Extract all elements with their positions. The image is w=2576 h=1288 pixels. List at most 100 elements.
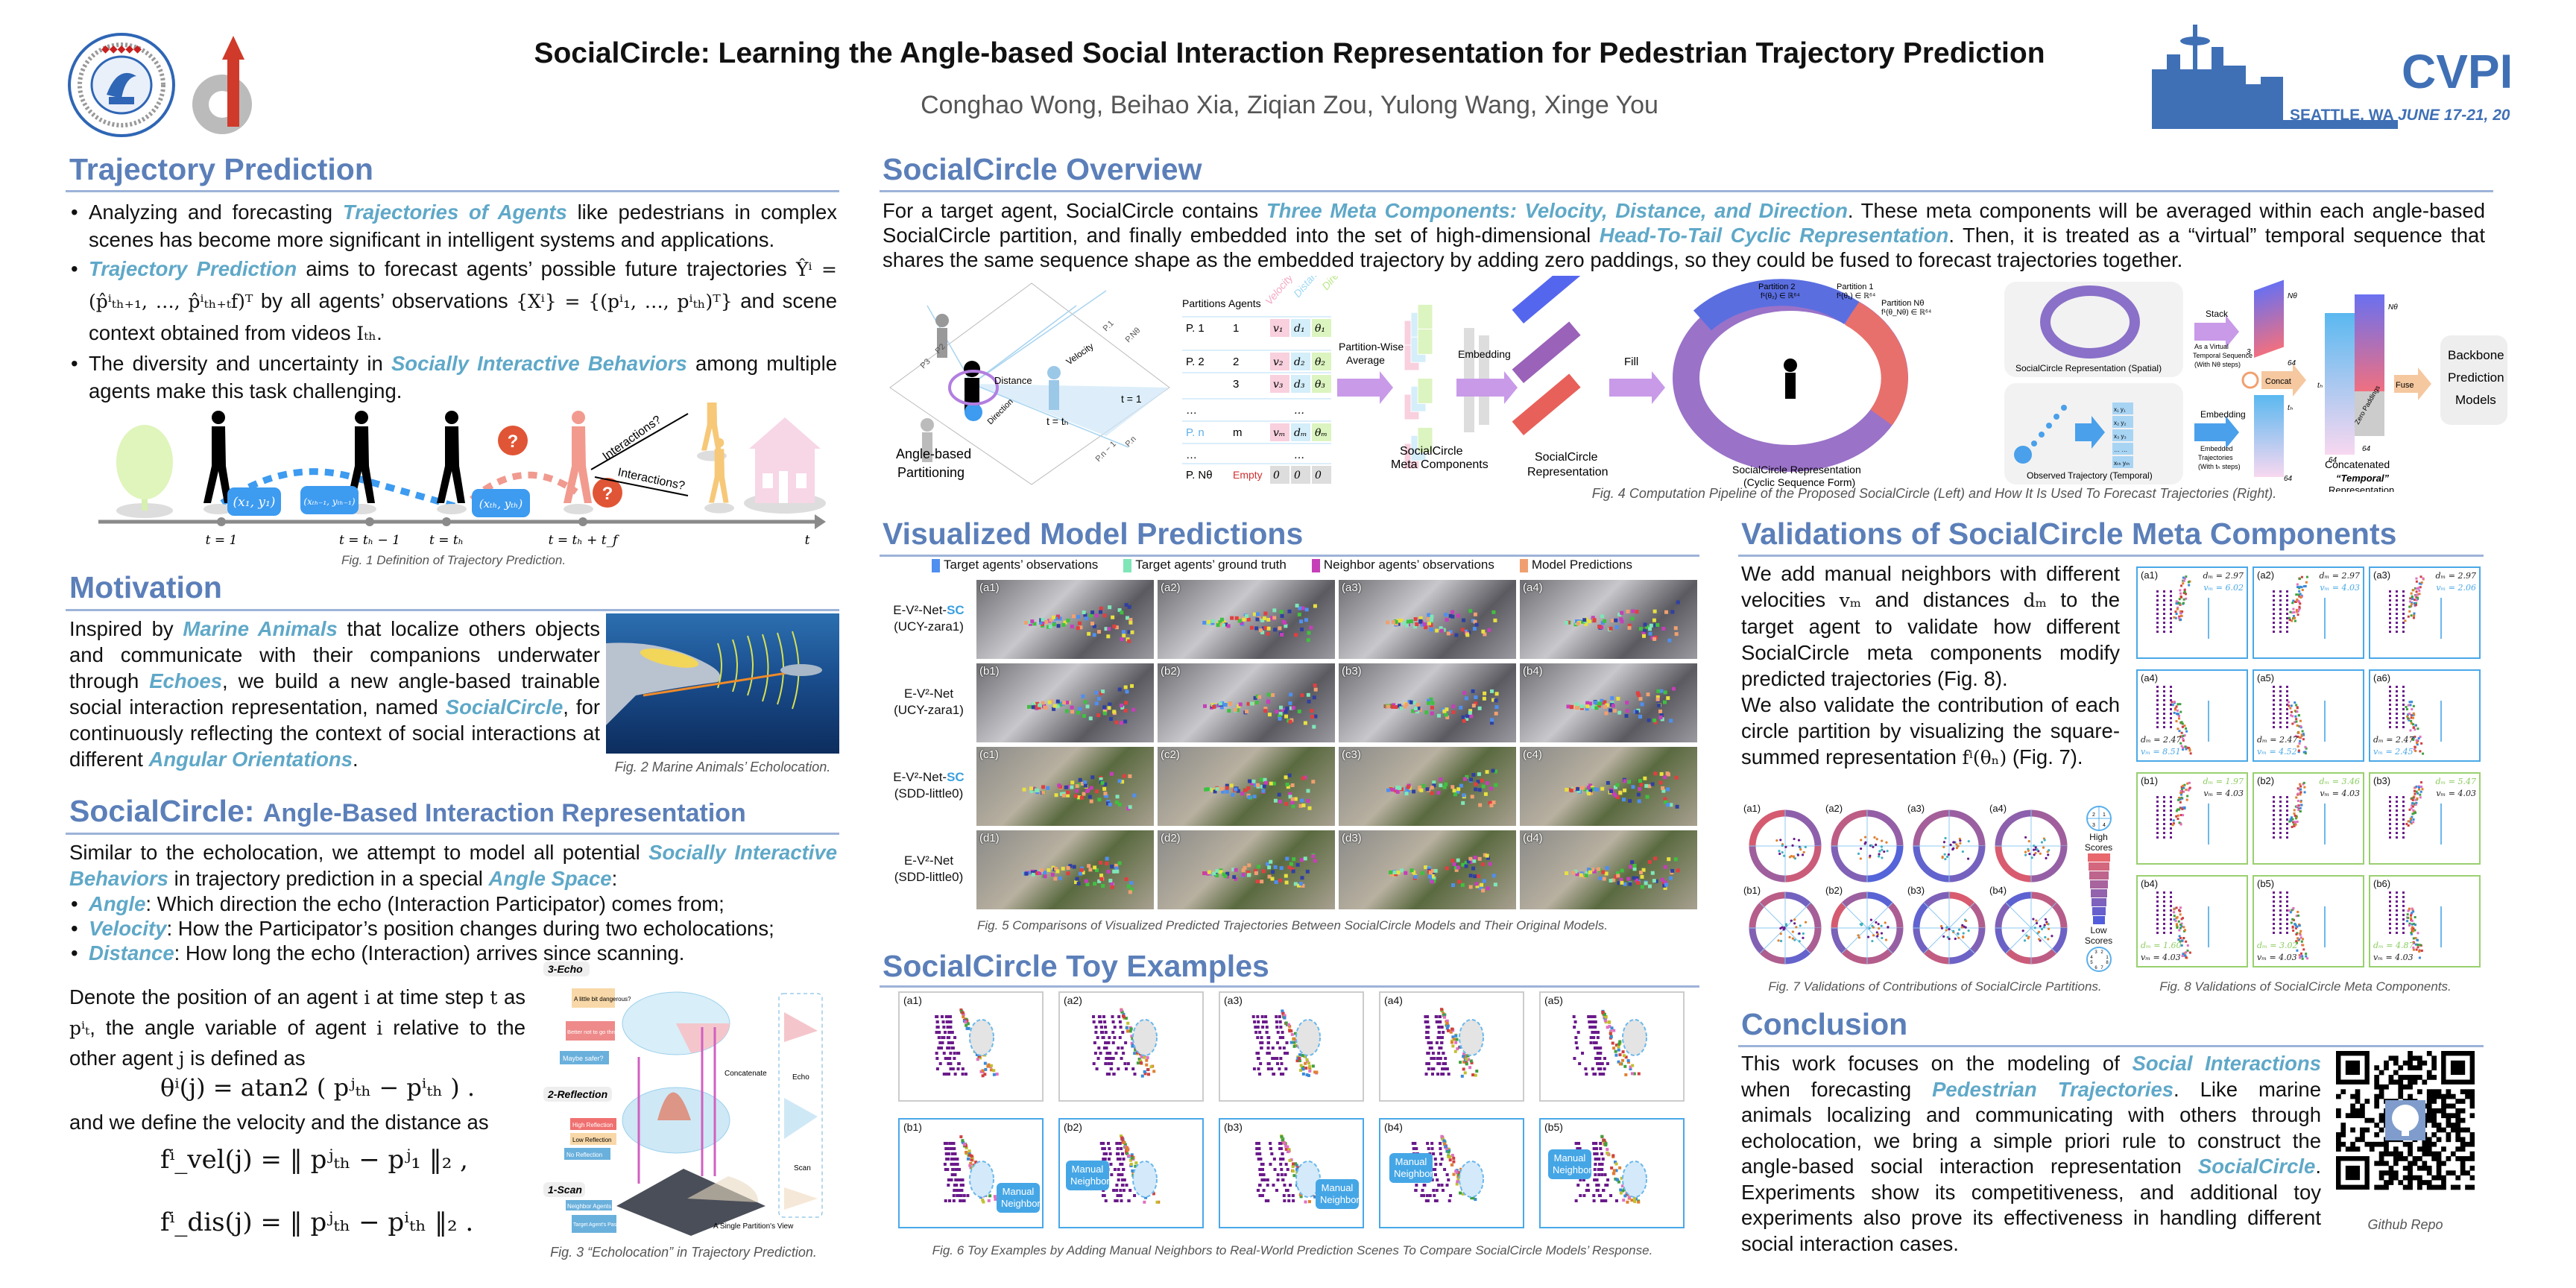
- trajectory-point: [1617, 710, 1622, 715]
- trajectory-point: [969, 1162, 973, 1166]
- trajectory-point: [1225, 786, 1229, 790]
- trajectory-point: [1115, 869, 1120, 874]
- trajectory-point: [2182, 579, 2185, 582]
- trajectory-point: [1664, 800, 1668, 804]
- trajectory-point: [1475, 884, 1480, 888]
- trajectory-point: [1462, 793, 1466, 798]
- trajectory-point: [2304, 745, 2307, 748]
- trajectory-point: [1392, 871, 1397, 875]
- trajectory-point: [1459, 783, 1463, 788]
- trajectory-point: [1662, 883, 1667, 888]
- trajectory-point: [2412, 616, 2415, 619]
- dataset-name: (SDD-little0): [894, 870, 964, 884]
- trajectory-point: [1658, 709, 1663, 713]
- trajectory-point: [970, 1158, 973, 1161]
- trajectory-point: [2299, 725, 2302, 728]
- trajectory-point: [1459, 1061, 1462, 1064]
- trajectory-point: [1105, 794, 1109, 798]
- trajectory-point: [1591, 704, 1596, 709]
- trajectory-point: [2185, 748, 2188, 751]
- diagram-label: As a Virtual: [2194, 343, 2229, 350]
- velocity-value: vₘ = 4.52: [2257, 747, 2297, 757]
- trajectory-point: [1617, 1045, 1620, 1049]
- trajectory-point: [1644, 783, 1649, 788]
- trajectory-point: [2298, 608, 2301, 611]
- trajectory-point: [1669, 719, 1673, 723]
- trajectory-point: [1225, 871, 1230, 876]
- trajectory-point: [1659, 771, 1664, 776]
- trajectory-point: [1453, 792, 1457, 797]
- trajectory-point: [1631, 609, 1635, 613]
- tick-label: t = tₕ: [429, 533, 464, 548]
- trajectory-point: [1638, 697, 1643, 701]
- trajectory-point: [1108, 878, 1113, 883]
- trajectory-point: [2419, 750, 2422, 753]
- trajectory-point: [1450, 1041, 1453, 1044]
- partition-segment: [1841, 891, 1868, 908]
- partition-circle-panel: (a2): [1825, 803, 1906, 885]
- trajectory-point: [1471, 704, 1476, 708]
- trajectory-point: [1615, 783, 1620, 787]
- trajectory-point: [1643, 776, 1647, 780]
- trajectory-point: [2295, 915, 2298, 918]
- trajectory-point: [2293, 809, 2296, 812]
- trajectory-point: [1078, 707, 1082, 711]
- trajectory-point: [2411, 912, 2414, 915]
- text-run: (Fig. 7).: [2007, 745, 2083, 768]
- trajectory-point: [1462, 1067, 1465, 1071]
- trajectory-point: [2411, 701, 2414, 704]
- trajectory-point: [1027, 704, 1032, 709]
- trajectory-point: [1662, 700, 1667, 704]
- fig2-caption: Fig. 2 Marine Animals’ Echolocation.: [614, 760, 831, 774]
- trajectory-point: [2296, 707, 2299, 710]
- trajectory-point: [2411, 797, 2414, 800]
- trajectory-point: [1123, 685, 1128, 689]
- trajectory-point: [1130, 1035, 1134, 1038]
- trajectory-point: [1470, 795, 1474, 799]
- trajectory-point: [1617, 881, 1621, 886]
- heading-rule: [880, 985, 1699, 988]
- table-direction: θ₂: [1315, 356, 1325, 368]
- partition-circle-panel: (b1): [1743, 885, 1824, 967]
- trajectory-point: [1213, 789, 1217, 794]
- score-scale-step: [2089, 871, 2109, 880]
- trajectory-point: [2411, 909, 2414, 912]
- trajectory-point: [1468, 874, 1473, 878]
- github-qr-code[interactable]: [2336, 1051, 2475, 1203]
- table-direction: θₘ: [1315, 427, 1328, 439]
- trajectory-point: [1653, 720, 1658, 724]
- trajectory-point: [1234, 787, 1238, 792]
- trajectory-point: [1625, 701, 1629, 705]
- trajectory-point: [2180, 944, 2183, 947]
- trajectory-point: [1099, 877, 1104, 881]
- table-direction: θ₁: [1315, 323, 1325, 335]
- diagram-label: Fill: [1624, 356, 1638, 368]
- trajectory-point: [982, 1200, 985, 1204]
- trajectory-point: [1266, 626, 1271, 631]
- octant-number: 6: [2094, 966, 2097, 970]
- trajectory-point: [1078, 777, 1082, 782]
- trajectory-point: [2304, 752, 2307, 755]
- diagram-label: f¹(θ_Nθ) ∈ ℝ⁶⁴: [1881, 309, 1931, 317]
- trajectory-point: [1229, 783, 1234, 788]
- trajectory-point: [1576, 622, 1580, 626]
- trajectory-point: [2176, 814, 2179, 817]
- trajectory-point: [1093, 882, 1097, 886]
- trajectory-point: [2173, 701, 2176, 704]
- trajectory-point: [1631, 785, 1635, 789]
- trajectory-point: [1281, 1138, 1284, 1142]
- partition-segment: [1866, 809, 1904, 847]
- trajectory-point: [1575, 702, 1579, 707]
- trajectory-point: [1273, 865, 1278, 869]
- trajectory-point: [1223, 874, 1228, 879]
- table-agent: 1: [1233, 322, 1239, 335]
- trajectory-point: [1120, 637, 1124, 642]
- trajectory-point: [1084, 879, 1088, 883]
- table-distance: d₃: [1294, 379, 1305, 391]
- trajectory-point: [2290, 704, 2293, 707]
- dataset-name: (SDD-little0): [894, 786, 964, 801]
- trajectory-point: [2405, 705, 2408, 708]
- dimension-label: Nθ: [2288, 292, 2297, 300]
- quadrant-number: 2: [2092, 812, 2095, 818]
- trajectory-point: [1625, 709, 1629, 713]
